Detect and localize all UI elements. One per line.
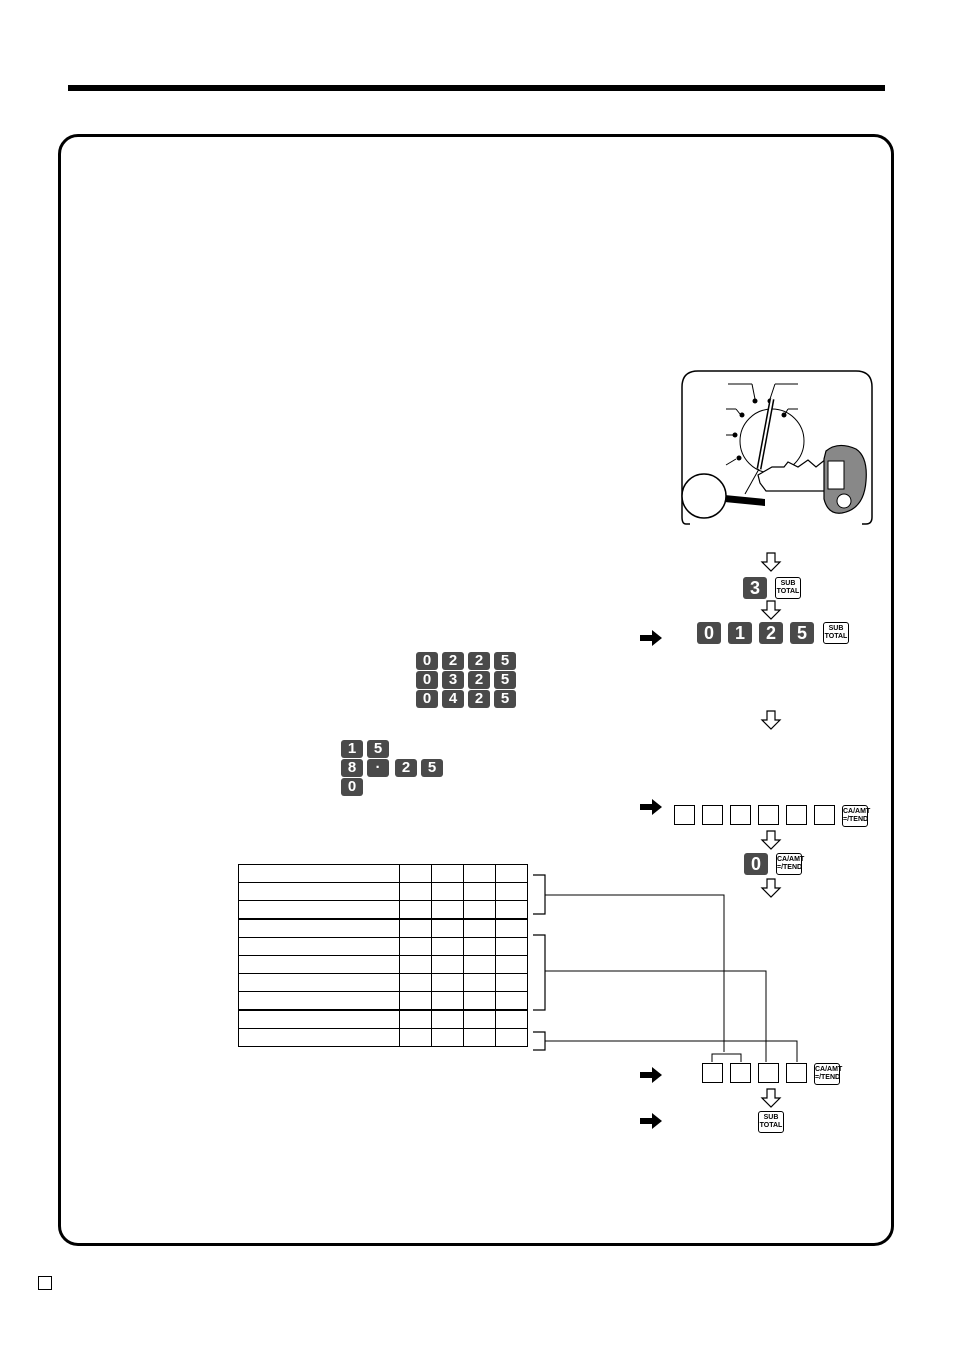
down-arrow-icon — [761, 830, 781, 850]
row-b2-key-4: 5 — [421, 759, 443, 777]
right-arrow-icon — [640, 1067, 662, 1083]
code-key-3: 2 — [759, 622, 783, 644]
subtotal-key-line1: SUB — [763, 1114, 779, 1121]
header-rule — [68, 85, 885, 91]
down-arrow-icon — [761, 1088, 781, 1108]
down-arrow-icon — [761, 552, 781, 572]
entry-box — [786, 1063, 807, 1083]
table-row — [238, 900, 528, 920]
right-arrow-icon — [640, 1113, 662, 1129]
ca-amt-key-line1: CA/AMT — [815, 1066, 843, 1073]
ca-amt-key-line2: =/TEND — [843, 816, 869, 823]
down-arrow-icon — [761, 878, 781, 898]
subtotal-key-line2: TOTAL — [824, 633, 848, 640]
code-key-2: 1 — [728, 622, 752, 644]
code-key-1: 0 — [697, 622, 721, 644]
ca-amt-key-line2: =/TEND — [777, 864, 803, 871]
table-row — [238, 955, 528, 974]
entry-box — [758, 1063, 779, 1083]
down-arrow-icon — [761, 600, 781, 620]
entry-box — [702, 805, 723, 825]
mode-switch-dial-icon — [681, 370, 873, 525]
subtotal-key-line1: SUB — [780, 580, 796, 587]
right-arrow-icon — [640, 630, 662, 646]
ca-amt-key-line1: CA/AMT — [777, 856, 805, 863]
row-a3-key-2: 4 — [442, 690, 464, 708]
row-b2-key-1: 8 — [341, 759, 363, 777]
row-a1-key-4: 5 — [494, 652, 516, 670]
row-b3-key-1: 0 — [341, 778, 363, 796]
ca-amt-tend-key: CA/AMT =/TEND — [842, 805, 871, 827]
ca-amt-tend-key: CA/AMT =/TEND — [776, 853, 805, 875]
subtotal-key-line2: TOTAL — [776, 588, 800, 595]
row-b2-key-3: 2 — [395, 759, 417, 777]
entry-box — [674, 805, 695, 825]
row-a1-key-2: 2 — [442, 652, 464, 670]
table-row — [238, 1009, 528, 1029]
subtotal-key-line1: SUB — [828, 625, 844, 632]
row-a3-key-1: 0 — [416, 690, 438, 708]
key-icon — [757, 444, 867, 514]
mode-switch-illustration — [680, 369, 874, 531]
subtotal-key-line2: TOTAL — [759, 1122, 783, 1129]
row-a1-key-3: 2 — [468, 652, 490, 670]
magnifier-icon — [681, 473, 765, 519]
entry-box — [786, 805, 807, 825]
row-a3-key-4: 5 — [494, 690, 516, 708]
entry-box — [702, 1063, 723, 1083]
table-row — [238, 1028, 528, 1047]
entry-table — [238, 864, 528, 1047]
row-a2-key-4: 5 — [494, 671, 516, 689]
ca-amt-key-line1: CA/AMT — [843, 808, 871, 815]
content-frame — [58, 134, 894, 1246]
table-row — [238, 991, 528, 1011]
subtotal-key: SUB TOTAL — [758, 1111, 784, 1133]
row-b1-key-1: 1 — [341, 740, 363, 758]
table-row — [238, 937, 528, 956]
row-a2-key-3: 2 — [468, 671, 490, 689]
entry-box — [730, 805, 751, 825]
table-row — [238, 864, 528, 883]
row-b2-key-2: · — [367, 759, 389, 777]
page-number-box — [38, 1276, 52, 1290]
row-a2-key-2: 3 — [442, 671, 464, 689]
row-a2-key-1: 0 — [416, 671, 438, 689]
entry-box — [730, 1063, 751, 1083]
key-0: 0 — [744, 853, 768, 875]
code-key-4: 5 — [790, 622, 814, 644]
row-a1-key-1: 0 — [416, 652, 438, 670]
table-row — [238, 882, 528, 901]
down-arrow-icon — [761, 710, 781, 730]
row-a3-key-3: 2 — [468, 690, 490, 708]
ca-amt-tend-key: CA/AMT =/TEND — [814, 1063, 843, 1085]
table-row — [238, 973, 528, 992]
table-row — [238, 918, 528, 938]
ca-amt-key-line2: =/TEND — [815, 1074, 841, 1081]
right-arrow-icon — [640, 799, 662, 815]
subtotal-key: SUB TOTAL — [823, 622, 849, 644]
row-b1-key-2: 5 — [367, 740, 389, 758]
subtotal-key: SUB TOTAL — [775, 577, 801, 599]
entry-box — [814, 805, 835, 825]
entry-box — [758, 805, 779, 825]
key-3: 3 — [743, 577, 767, 599]
